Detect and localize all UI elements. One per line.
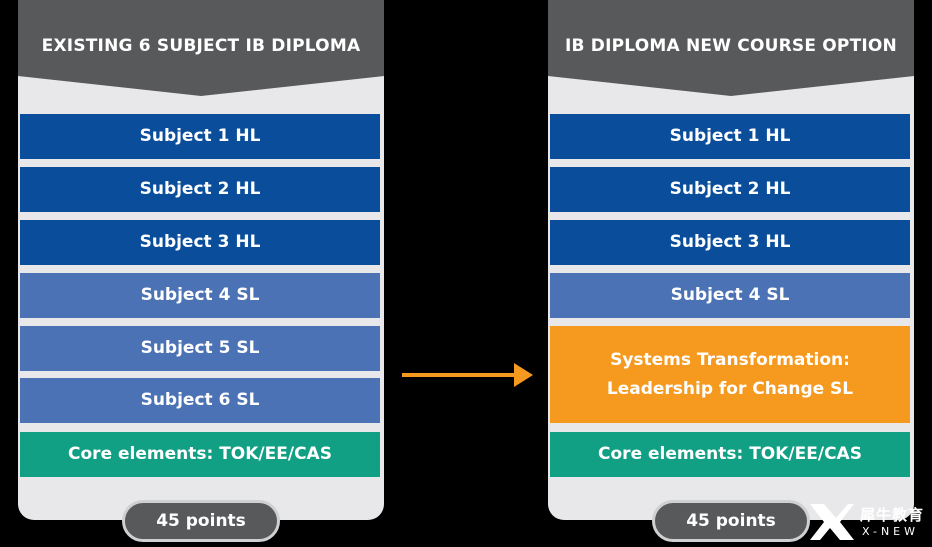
subject-2-hl: Subject 2 HL [20, 167, 380, 212]
panel-header-shape [18, 0, 384, 96]
subject-4-sl: Subject 4 SL [20, 273, 380, 318]
x-new-logo: 犀牛教育 X-NEW [806, 500, 930, 544]
x-logo-icon [810, 504, 854, 540]
panel-title: IB DIPLOMA NEW COURSE OPTION [565, 36, 897, 56]
new-course-systems-transformation: Systems Transformation: Leadership for C… [550, 326, 910, 423]
new-course-panel: IB DIPLOMA NEW COURSE OPTION Subject 1 H… [548, 0, 914, 520]
panel-header-shape [548, 0, 914, 96]
subject-1-hl: Subject 1 HL [20, 114, 380, 159]
core-elements: Core elements: TOK/EE/CAS [20, 432, 380, 477]
subject-3-hl: Subject 3 HL [550, 220, 910, 265]
core-elements: Core elements: TOK/EE/CAS [550, 432, 910, 477]
subject-5-sl: Subject 5 SL [20, 326, 380, 371]
new-course-line-1: Systems Transformation: [610, 349, 850, 370]
right-arrow-icon [402, 363, 533, 387]
existing-diploma-panel: EXISTING 6 SUBJECT IB DIPLOMA Subject 1 … [18, 0, 384, 520]
new-course-line-2: Leadership for Change SL [606, 378, 854, 399]
logo-chinese-text: 犀牛教育 [860, 506, 925, 524]
subject-6-sl: Subject 6 SL [20, 378, 380, 423]
subject-1-hl: Subject 1 HL [550, 114, 910, 159]
subject-3-hl: Subject 3 HL [20, 220, 380, 265]
logo-english-text: X-NEW [862, 525, 920, 538]
points-badge-right: 45 points [652, 500, 810, 542]
subject-2-hl: Subject 2 HL [550, 167, 910, 212]
panel-title: EXISTING 6 SUBJECT IB DIPLOMA [41, 36, 361, 56]
subject-4-sl: Subject 4 SL [550, 273, 910, 318]
points-badge-left: 45 points [122, 500, 280, 542]
